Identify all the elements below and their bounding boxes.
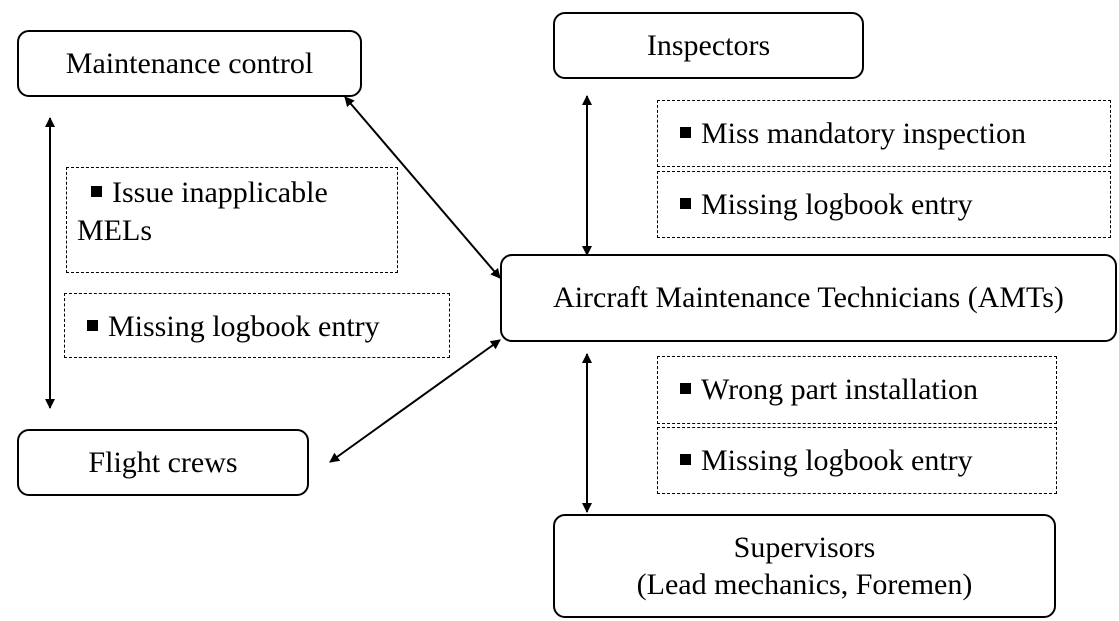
note-mc-missing-logbook-entry: Missing logbook entry: [64, 293, 450, 358]
node-amts-label: Aircraft Maintenance Technicians (AMTs): [553, 281, 1064, 315]
node-inspectors-label: Inspectors: [646, 28, 771, 62]
node-supervisors-subtitle: (Lead mechanics, Foremen): [636, 568, 973, 601]
arrow-flight-crews-amts: [329, 339, 501, 463]
note-insp-missing-logbook-text: Missing logbook entry: [701, 188, 973, 221]
note-sup-missing-logbook-entry: Missing logbook entry: [657, 427, 1057, 494]
node-supervisors-title: Supervisors: [733, 530, 876, 564]
note-mc-missing-logbook-text: Missing logbook entry: [108, 310, 380, 343]
bullet-icon: [680, 127, 691, 138]
note-miss-mandatory-text: Miss mandatory inspection: [701, 117, 1026, 150]
bullet-icon: [680, 383, 691, 394]
note-insp-missing-logbook-entry: Missing logbook entry: [657, 171, 1111, 238]
arrow-maintenance-control-amts: [344, 96, 501, 279]
note-sup-missing-logbook-text: Missing logbook entry: [701, 444, 973, 477]
note-issue-mel-line2: MELs: [77, 213, 152, 247]
note-wrong-part-installation: Wrong part installation: [657, 356, 1057, 424]
bullet-icon: [87, 320, 98, 331]
node-flight-crews: Flight crews: [17, 429, 309, 496]
node-inspectors: Inspectors: [553, 12, 864, 79]
note-issue-inapplicable-mels: Issue inapplicable MELs: [66, 167, 398, 273]
note-miss-mandatory-inspection: Miss mandatory inspection: [657, 100, 1111, 167]
bullet-icon: [680, 198, 691, 209]
node-amts: Aircraft Maintenance Technicians (AMTs): [500, 254, 1117, 342]
bullet-icon: [680, 454, 691, 465]
node-maintenance-control: Maintenance control: [17, 30, 362, 97]
node-flight-crews-label: Flight crews: [88, 445, 238, 479]
note-issue-mel-line1: Issue inapplicable: [112, 176, 328, 209]
node-supervisors: Supervisors (Lead mechanics, Foremen): [553, 514, 1056, 618]
bullet-icon: [91, 186, 102, 197]
node-maintenance-control-label: Maintenance control: [65, 46, 314, 80]
note-wrong-part-text: Wrong part installation: [701, 373, 979, 406]
